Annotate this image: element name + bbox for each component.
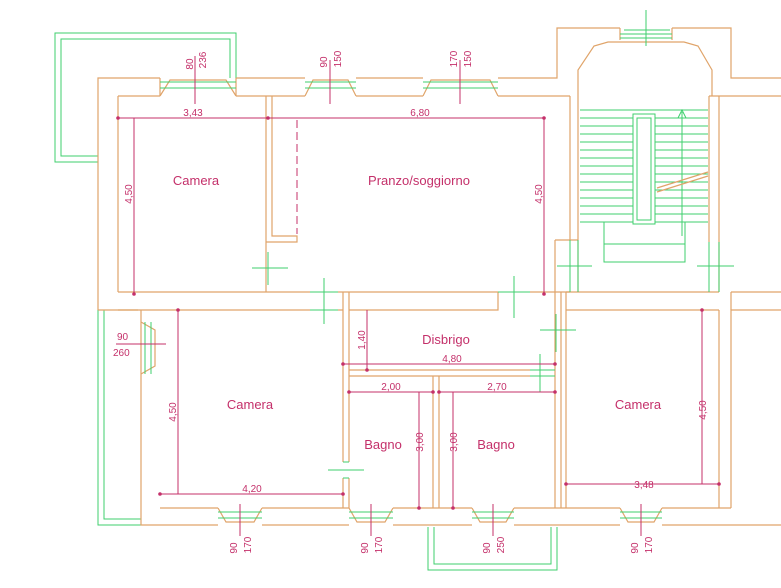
opening-bottom-2: 90 170	[360, 536, 385, 553]
opening-bottom-1: 90 170	[229, 536, 254, 553]
dim-bagno-2-width: 2,70	[487, 382, 507, 393]
opening-bottom-1-width: 90	[229, 542, 240, 554]
opening-top-1-width: 80	[185, 58, 196, 70]
opening-bottom-4-height: 170	[644, 536, 655, 553]
opening-top-2-height: 150	[333, 50, 344, 67]
room-label-bagno-2: Bagno	[477, 437, 515, 452]
balcony-south	[427, 527, 558, 571]
dim-bagno-1-width: 2,00	[381, 382, 401, 393]
opening-top-2-width: 90	[319, 56, 330, 68]
room-label-camera-nw: Camera	[173, 173, 220, 188]
dimension-lines	[116, 56, 719, 536]
dimension-ticks	[116, 116, 721, 510]
opening-bottom-3-height: 250	[496, 536, 507, 553]
dim-camera-se-width: 3,48	[634, 480, 654, 491]
dim-disbrigo-width: 4,80	[442, 354, 462, 365]
dim-camera-se-height: 4,50	[698, 400, 709, 420]
opening-bottom-1-height: 170	[243, 536, 254, 553]
room-label-bagno-1: Bagno	[364, 437, 402, 452]
opening-bottom-2-width: 90	[360, 542, 371, 554]
dim-pranzo-width: 6,80	[410, 108, 430, 119]
opening-top-2: 90 150	[319, 50, 344, 67]
dim-pranzo-height: 4,50	[534, 184, 545, 204]
opening-bottom-4-width: 90	[630, 542, 641, 554]
stairwell	[569, 10, 720, 293]
dim-camera-sw-width: 4,20	[242, 484, 262, 495]
opening-left-height: 260	[113, 348, 130, 359]
balcony-nw	[54, 32, 237, 163]
opening-top-1-height: 236	[198, 51, 209, 68]
opening-top-3-width: 170	[449, 50, 460, 67]
room-label-disbrigo: Disbrigo	[422, 332, 470, 347]
dim-disbrigo-height: 1,40	[357, 330, 368, 350]
dim-bagno-2-height: 3,00	[449, 432, 460, 452]
dim-camera-nw-width: 3,43	[183, 108, 203, 119]
opening-top-1: 80 236	[185, 51, 209, 69]
room-label-camera-se: Camera	[615, 397, 662, 412]
dim-camera-sw-height: 4,50	[168, 402, 179, 422]
opening-top-3: 170 150	[449, 50, 474, 67]
room-label-camera-sw: Camera	[227, 397, 274, 412]
opening-bottom-2-height: 170	[374, 536, 385, 553]
opening-left: 90 260	[113, 332, 130, 359]
interior-walls	[118, 96, 732, 508]
opening-bottom-4: 90 170	[630, 536, 655, 553]
window-splays	[140, 28, 673, 523]
opening-left-width: 90	[117, 332, 129, 343]
dim-camera-nw-height: 4,50	[124, 184, 135, 204]
room-label-pranzo: Pranzo/soggiorno	[368, 173, 470, 188]
dim-bagno-1-height: 3,00	[415, 432, 426, 452]
opening-bottom-3-width: 90	[482, 542, 493, 554]
opening-bottom-3: 90 250	[482, 536, 507, 553]
opening-top-3-height: 150	[463, 50, 474, 67]
balcony-west	[97, 310, 141, 526]
